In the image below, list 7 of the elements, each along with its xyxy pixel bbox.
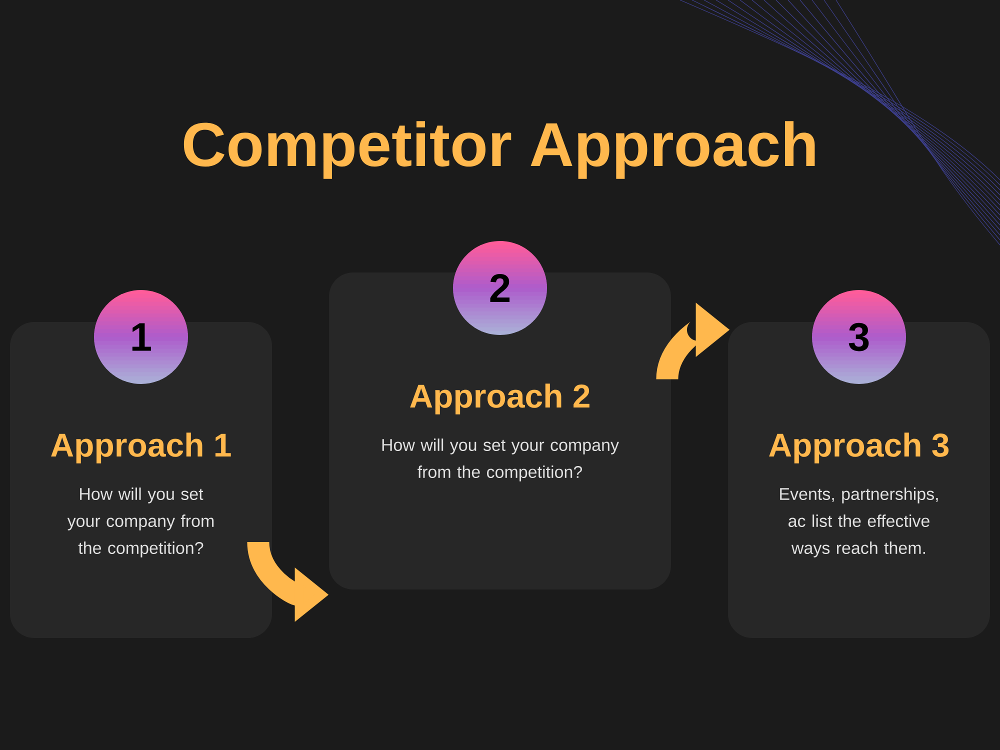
card-heading: Approach 2 — [410, 384, 590, 414]
card-text: How will you set your company from the competition? — [67, 488, 214, 558]
title: Competitor Approach — [184, 121, 815, 179]
card-text: How will you set your company from the competition? — [382, 438, 619, 482]
card-heading: Approach 1 — [51, 432, 231, 464]
card-heading: Approach 3 — [769, 432, 949, 464]
card-text: Events, partnerships, ac list the effective ways reach them. — [780, 488, 938, 558]
